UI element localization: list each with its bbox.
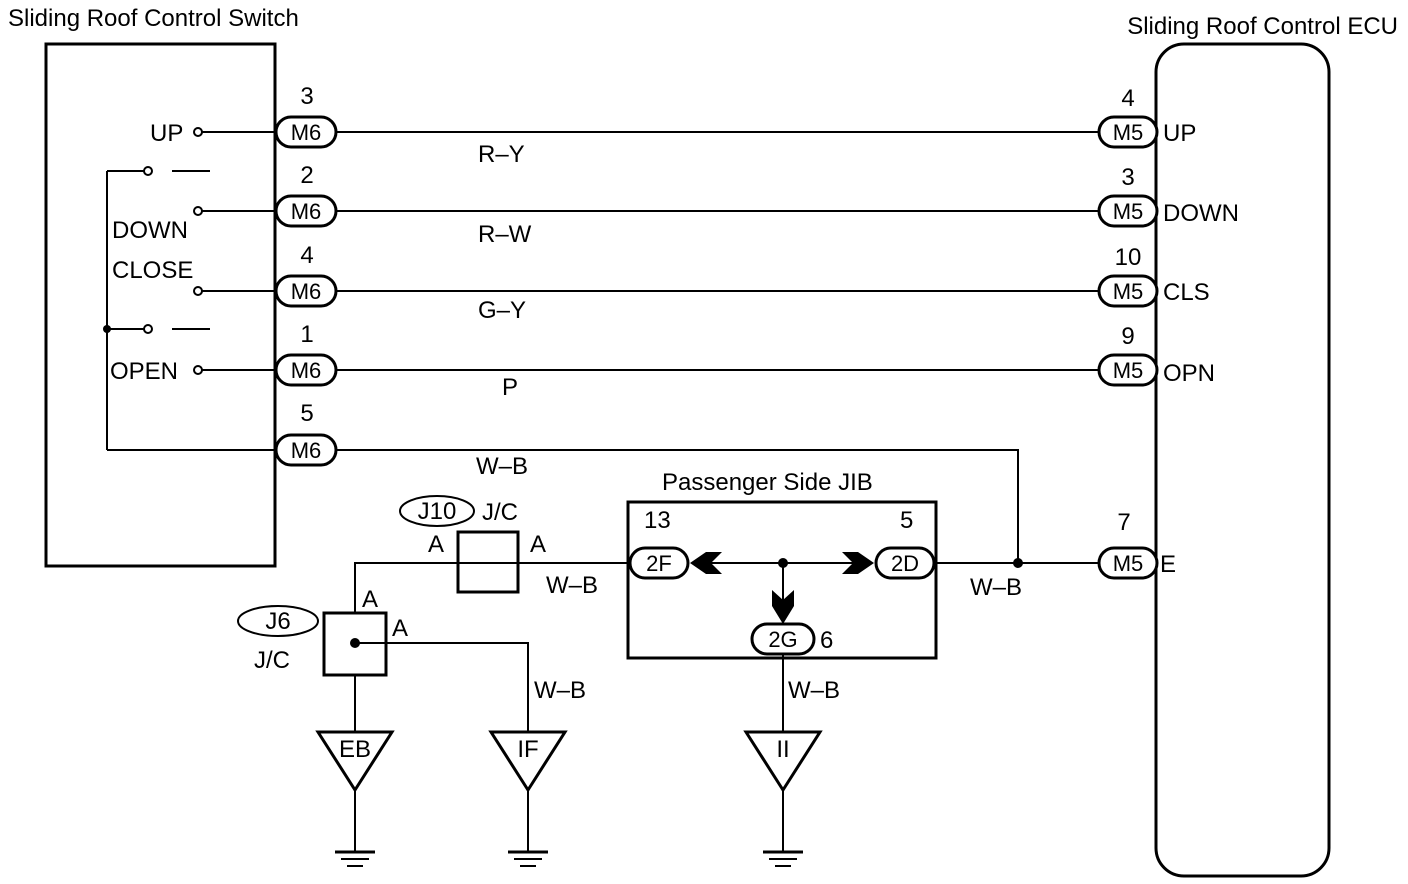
m6-label: M6 <box>291 438 322 463</box>
ground-if <box>488 730 568 867</box>
m6-label: M6 <box>291 120 322 145</box>
wire-label-up: R–Y <box>478 141 525 168</box>
m6-label: M6 <box>291 199 322 224</box>
m5-pin-cls: 10 <box>1115 244 1142 271</box>
m6-label: M6 <box>291 279 322 304</box>
j6-label: J6 <box>265 608 290 635</box>
wire-label-jib-down: W–B <box>788 677 840 704</box>
ecu-pin-up: UP <box>1163 120 1196 147</box>
jib-connectors: 2F 2D 2G <box>628 546 936 656</box>
ecu-pin-down: DOWN <box>1163 200 1239 227</box>
jib-internal <box>690 552 874 624</box>
j6-badge <box>237 605 319 637</box>
ecu-body <box>1154 42 1331 878</box>
j10-type: J/C <box>482 499 518 526</box>
jib-pin-6: 6 <box>820 627 833 654</box>
j10-label: J10 <box>418 498 457 525</box>
m6-pin-down: 2 <box>300 162 313 189</box>
wire-label-down: R–W <box>478 221 532 248</box>
switch-title: Sliding Roof Control Switch <box>8 5 299 32</box>
wire-label-close: G–Y <box>478 297 526 324</box>
ground-eb <box>315 730 395 867</box>
connector-2f-label: 2F <box>646 551 672 576</box>
m6-connectors: M6 M6 M6 M6 M6 <box>274 115 338 467</box>
wire-label-jc-lower: W–B <box>534 677 586 704</box>
main-wires <box>337 131 1098 568</box>
jib-pin-13: 13 <box>644 507 671 534</box>
ground-label-eb: EB <box>339 736 371 763</box>
connector-2g-label: 2G <box>768 627 797 652</box>
switch-label-close: CLOSE <box>112 257 193 284</box>
j10-pin-a-left: A <box>428 531 444 558</box>
j6-pin-a-top: A <box>362 586 378 613</box>
j10-badge <box>399 495 475 527</box>
m6-pin-close: 4 <box>300 242 313 269</box>
m5-pin-up: 4 <box>1121 85 1134 112</box>
m6-pin-open: 1 <box>300 321 313 348</box>
wire-label-jc-right: W–B <box>546 572 598 599</box>
m6-pin-up: 3 <box>300 83 313 110</box>
ground-label-if: IF <box>517 736 538 763</box>
m5-pin-down: 3 <box>1121 164 1134 191</box>
j10-pin-a-right: A <box>530 531 546 558</box>
wire-label-open: P <box>502 374 518 401</box>
jib-title: Passenger Side JIB <box>662 469 873 496</box>
m5-label: M5 <box>1113 551 1144 576</box>
m5-label: M5 <box>1113 279 1144 304</box>
m5-label: M5 <box>1113 199 1144 224</box>
jib-pin-5: 5 <box>900 507 913 534</box>
switch-label-open: OPEN <box>110 358 178 385</box>
wire-label-ground1: W–B <box>476 453 528 480</box>
m6-label: M6 <box>291 358 322 383</box>
ecu-pin-cls: CLS <box>1163 279 1210 306</box>
switch-internal <box>103 127 275 451</box>
ecu-pin-opn: OPN <box>1163 360 1215 387</box>
m5-connectors: M5 M5 M5 M5 M5 <box>1097 115 1159 580</box>
m6-pin-ground: 5 <box>300 400 313 427</box>
ground-ii <box>743 730 823 867</box>
j6-pin-a-right: A <box>392 615 408 642</box>
m5-label: M5 <box>1113 358 1144 383</box>
junction-wiring <box>322 530 784 732</box>
ecu-pin-e: E <box>1160 551 1176 578</box>
j6-type: J/C <box>254 647 290 674</box>
m5-pin-opn: 9 <box>1121 323 1134 350</box>
wire-label-jib-right: W–B <box>970 574 1022 601</box>
connector-2d-label: 2D <box>891 551 919 576</box>
m5-pin-e: 7 <box>1117 509 1130 536</box>
ecu-title: Sliding Roof Control ECU <box>1127 13 1398 40</box>
ground-label-ii: II <box>776 736 789 763</box>
switch-label-up: UP <box>150 120 183 147</box>
switch-label-down: DOWN <box>112 217 188 244</box>
m5-label: M5 <box>1113 120 1144 145</box>
